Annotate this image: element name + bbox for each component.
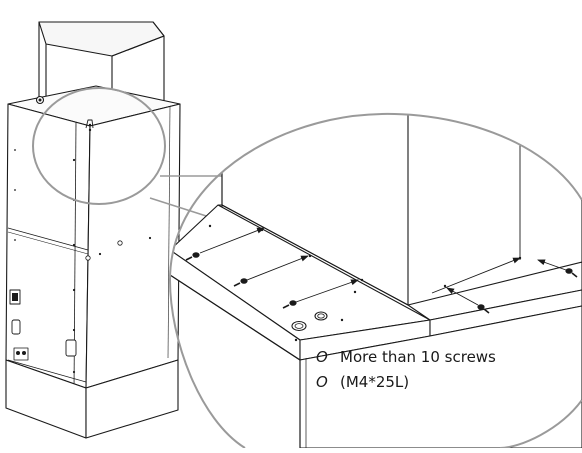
screw-icon xyxy=(282,300,297,309)
cabinet-left-face xyxy=(5,103,91,389)
screw-note: O More than 10 screws O (M4*25L) xyxy=(316,348,496,391)
screw-insertion-arrows xyxy=(199,227,567,306)
note-bullet-2: O xyxy=(316,373,328,391)
note-screw-count: More than 10 screws xyxy=(340,348,496,366)
magnify-source-ellipse xyxy=(32,87,166,205)
base-right-face xyxy=(85,359,179,439)
indoor-unit-drawing xyxy=(5,21,181,439)
screw-icon xyxy=(233,278,248,287)
note-screw-size: (M4*25L) xyxy=(340,373,409,391)
screw-icon xyxy=(477,304,490,314)
screw-icon xyxy=(185,252,200,261)
screw-icons xyxy=(185,252,578,314)
screw-icon xyxy=(565,268,578,278)
magnified-detail xyxy=(170,113,582,449)
note-bullet-1: O xyxy=(316,348,328,366)
magnifier-outline xyxy=(169,112,582,449)
